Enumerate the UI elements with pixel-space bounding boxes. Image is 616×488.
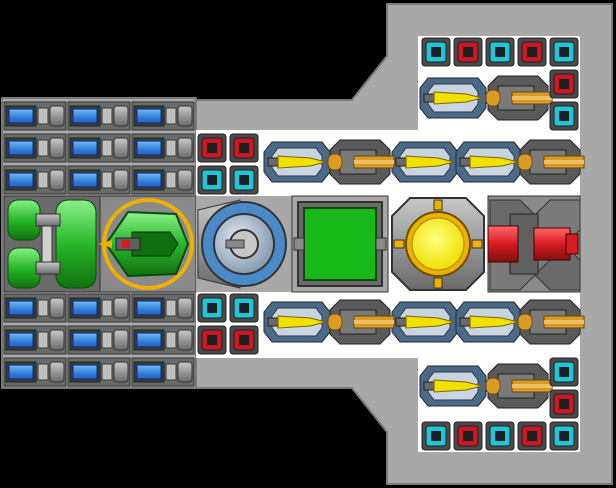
red-ammo-cell-icon[interactable]: [517, 421, 547, 451]
yellow-laser-turret-icon[interactable]: [419, 365, 487, 407]
red-ammo-cell-icon[interactable]: [229, 325, 259, 355]
cyan-power-cell-icon[interactable]: [549, 37, 579, 67]
yellow-reactor-core-icon[interactable]: [391, 197, 485, 291]
gray-engine-dome-icon[interactable]: [196, 196, 292, 292]
cyan-power-cell-icon[interactable]: [485, 37, 515, 67]
blue-thruster-icon[interactable]: [3, 165, 67, 195]
gold-gatling-turret-icon[interactable]: [517, 139, 585, 185]
red-ammo-cell-icon[interactable]: [453, 37, 483, 67]
gold-gatling-turret-icon[interactable]: [327, 139, 395, 185]
red-ammo-cell-icon[interactable]: [549, 69, 579, 99]
yellow-laser-turret-icon[interactable]: [263, 141, 331, 183]
gold-gatling-turret-icon[interactable]: [485, 363, 553, 409]
cyan-power-cell-icon[interactable]: [197, 293, 227, 323]
red-ammo-cell-icon[interactable]: [197, 133, 227, 163]
yellow-laser-turret-icon[interactable]: [263, 301, 331, 343]
yellow-laser-turret-icon[interactable]: [391, 301, 459, 343]
cyan-power-cell-icon[interactable]: [229, 293, 259, 323]
green-fuel-tank-icon[interactable]: [3, 195, 101, 293]
thruster-banks: [3, 101, 195, 387]
blue-thruster-icon[interactable]: [3, 133, 67, 163]
red-ammo-cell-icon[interactable]: [549, 389, 579, 419]
gold-gatling-turret-icon[interactable]: [485, 75, 553, 121]
blue-thruster-icon[interactable]: [67, 357, 131, 387]
cyan-power-cell-icon[interactable]: [421, 37, 451, 67]
blue-thruster-icon[interactable]: [131, 293, 195, 323]
blue-thruster-icon[interactable]: [67, 293, 131, 323]
blue-thruster-icon[interactable]: [3, 101, 67, 131]
cyan-power-cell-icon[interactable]: [549, 421, 579, 451]
cyan-power-cell-icon[interactable]: [549, 101, 579, 131]
red-ammo-cell-icon[interactable]: [197, 325, 227, 355]
turret-array: [263, 75, 585, 409]
blue-thruster-icon[interactable]: [67, 325, 131, 355]
blue-thruster-icon[interactable]: [131, 325, 195, 355]
red-ammo-cell-icon[interactable]: [453, 421, 483, 451]
blue-thruster-icon[interactable]: [3, 325, 67, 355]
blue-thruster-icon[interactable]: [3, 293, 67, 323]
red-heavy-cannon-icon[interactable]: [487, 195, 581, 293]
cyan-power-cell-icon[interactable]: [197, 165, 227, 195]
blue-thruster-icon[interactable]: [131, 133, 195, 163]
yellow-laser-turret-icon[interactable]: [455, 141, 523, 183]
yellow-laser-turret-icon[interactable]: [455, 301, 523, 343]
cyan-power-cell-icon[interactable]: [549, 357, 579, 387]
gold-gatling-turret-icon[interactable]: [517, 299, 585, 345]
power-cell-array: [197, 37, 579, 451]
blue-thruster-icon[interactable]: [67, 101, 131, 131]
blue-thruster-icon[interactable]: [131, 357, 195, 387]
gold-gatling-turret-icon[interactable]: [327, 299, 395, 345]
red-ammo-cell-icon[interactable]: [517, 37, 547, 67]
cyan-power-cell-icon[interactable]: [485, 421, 515, 451]
cyan-power-cell-icon[interactable]: [421, 421, 451, 451]
yellow-laser-turret-icon[interactable]: [419, 77, 487, 119]
green-shield-generator-icon[interactable]: [98, 195, 197, 293]
blue-thruster-icon[interactable]: [67, 165, 131, 195]
blue-thruster-icon[interactable]: [67, 133, 131, 163]
cyan-power-cell-icon[interactable]: [229, 165, 259, 195]
blue-thruster-icon[interactable]: [131, 101, 195, 131]
blue-thruster-icon[interactable]: [3, 357, 67, 387]
blue-thruster-icon[interactable]: [131, 165, 195, 195]
green-cargo-module[interactable]: [291, 195, 389, 293]
yellow-laser-turret-icon[interactable]: [391, 141, 459, 183]
red-ammo-cell-icon[interactable]: [229, 133, 259, 163]
